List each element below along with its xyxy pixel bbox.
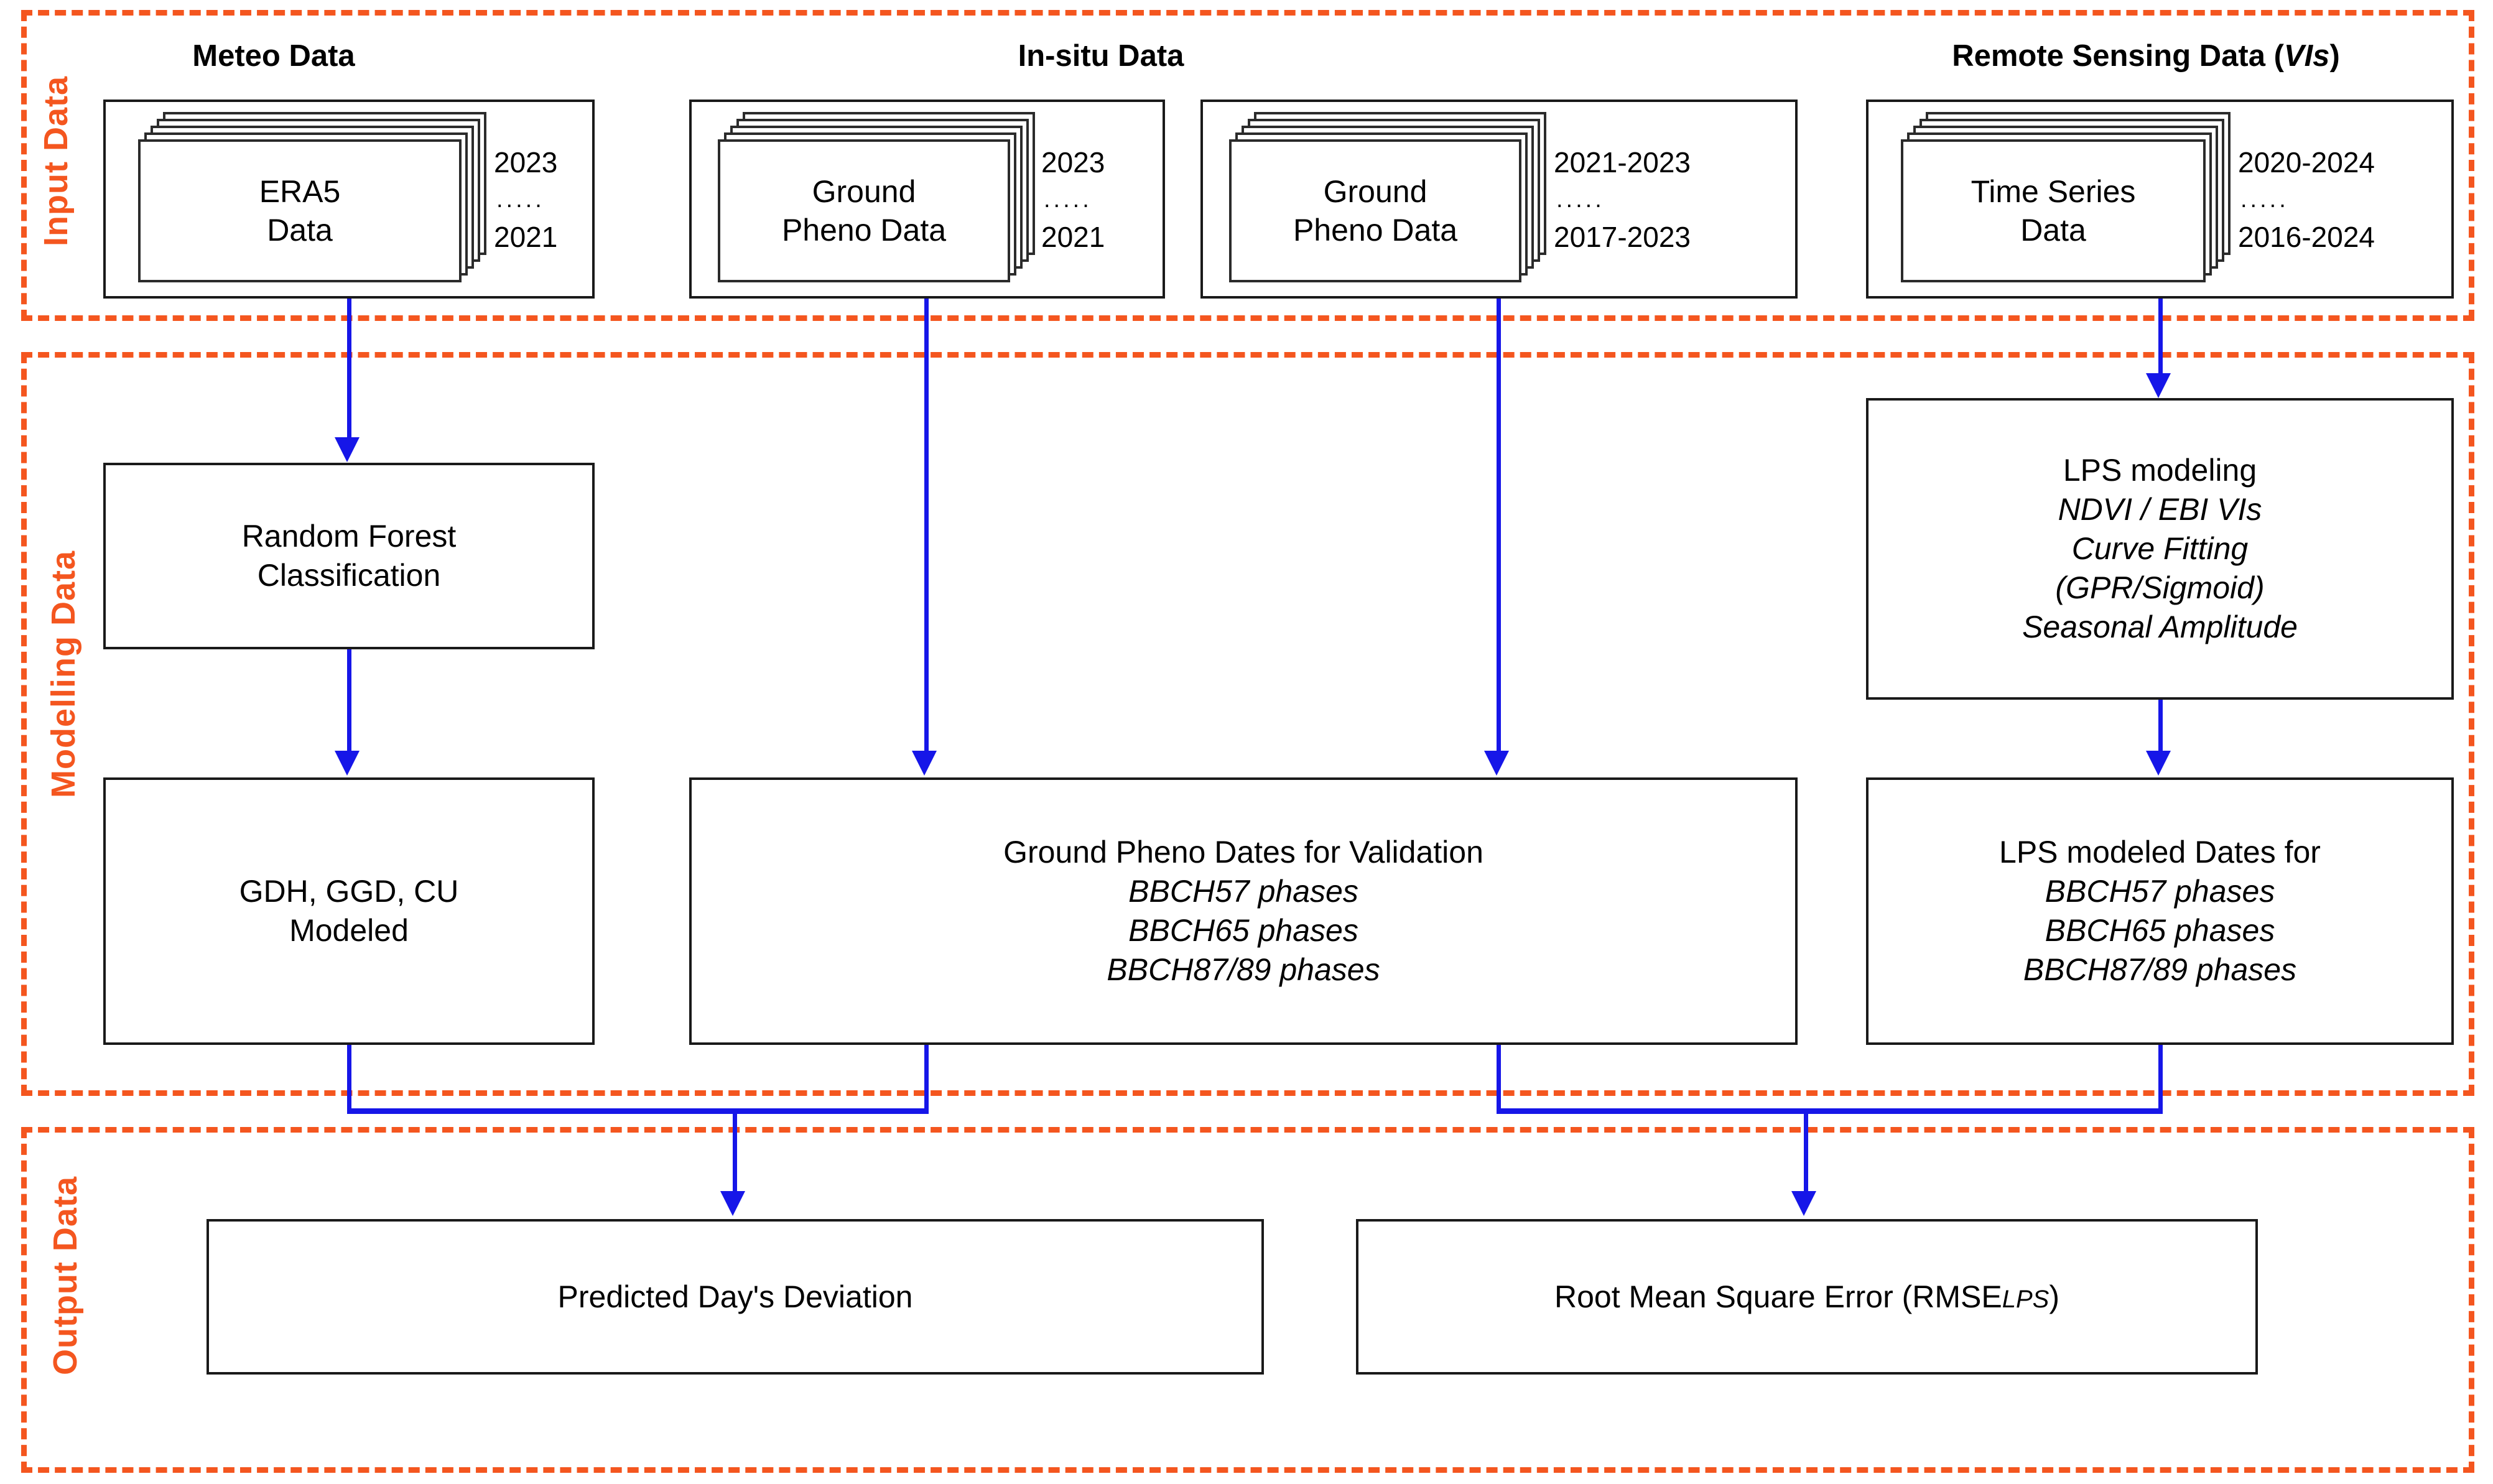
document-stack-ground-pheno-1: Ground Pheno Data 2023 ..... 2021 xyxy=(689,100,1165,299)
stack-label-line-2: Data xyxy=(2020,213,2086,248)
gpd-line-2: BBCH57 phases xyxy=(1128,874,1358,909)
gpd-line-3: BBCH65 phases xyxy=(1128,913,1358,948)
arrowhead-gdh xyxy=(335,751,360,776)
arrowhead-random-forest xyxy=(335,437,360,462)
document-stack-ground-pheno-2: Ground Pheno Data 2021-2023 ..... 2017-2… xyxy=(1200,100,1798,299)
connector-lps-modeling-to-dates xyxy=(2158,700,2163,752)
predicted-deviation-label: Predicted Day's Deviation xyxy=(557,1279,913,1314)
gdh-line-1: GDH, GGD, CU xyxy=(239,874,459,909)
stack-label-line-2: Pheno Data xyxy=(781,213,947,248)
arrowhead-ground-pheno-dates-right xyxy=(1484,751,1509,776)
column-header-remote-sensing-data: Remote Sensing Data (VIs) xyxy=(1835,39,2457,73)
arrowhead-rmse xyxy=(1791,1191,1816,1216)
year-top: 2020-2024 xyxy=(2238,146,2375,179)
section-label-input-data: Input Data xyxy=(37,76,75,246)
year-top: 2021-2023 xyxy=(1554,146,1691,179)
section-output-data xyxy=(21,1127,2474,1473)
section-modelling-data xyxy=(21,352,2474,1096)
stack-label-time-series: Time Series Data xyxy=(1901,139,2206,282)
lmd-line-2: BBCH57 phases xyxy=(2045,874,2275,909)
model-box-lps-modeled-dates: LPS modeled Dates for BBCH57 phases BBCH… xyxy=(1866,777,2454,1045)
year-bottom: 2021 xyxy=(494,221,558,253)
lps-modeling-line-5: Seasonal Amplitude xyxy=(2022,610,2298,644)
stack-label-line-1: Time Series xyxy=(1971,174,2136,209)
model-box-gdh-ggd-cu: GDH, GGD, CU Modeled xyxy=(103,777,595,1045)
year-bottom: 2021 xyxy=(1041,221,1105,253)
connector-ground-pheno-dates-down-right xyxy=(1497,1045,1501,1113)
model-box-lps-modeling: LPS modeling NDVI / EBI VIs Curve Fittin… xyxy=(1866,398,2454,700)
stack-label-era5: ERA5 Data xyxy=(138,139,462,282)
year-ellipsis: ..... xyxy=(2240,187,2289,213)
connector-time-series-to-lps-modeling xyxy=(2158,299,2163,374)
connector-lps-modeled-dates-down xyxy=(2158,1045,2163,1113)
lmd-line-3: BBCH65 phases xyxy=(2045,913,2275,948)
connector-random-forest-to-gdh xyxy=(347,649,351,752)
stack-label-ground-pheno-1: Ground Pheno Data xyxy=(718,139,1010,282)
section-label-output-data: Output Data xyxy=(47,1176,84,1375)
stack-sheet-front xyxy=(718,139,1010,282)
lps-modeling-line-4: (GPR/Sigmoid) xyxy=(2055,570,2265,605)
year-top: 2023 xyxy=(1041,146,1105,179)
connector-merge-to-predicted-deviation xyxy=(733,1108,737,1192)
connector-ground-pheno-1-to-dates xyxy=(924,299,929,752)
rmse-prefix: Root Mean Square Error (RMSE xyxy=(1554,1279,2002,1314)
stack-sheet-front xyxy=(1229,139,1521,282)
lmd-line-1: LPS modeled Dates for xyxy=(1999,835,2321,870)
arrowhead-lps-modeled-dates xyxy=(2146,751,2171,776)
merge-bar-right xyxy=(1497,1108,2163,1114)
connector-ground-pheno-dates-down-left xyxy=(924,1045,929,1113)
lps-modeling-line-3: Curve Fitting xyxy=(2071,531,2249,566)
connector-ground-pheno-2-to-dates xyxy=(1497,299,1501,752)
remote-header-prefix: Remote Sensing Data ( xyxy=(1952,39,2284,73)
year-bottom: 2016-2024 xyxy=(2238,221,2375,253)
gpd-line-1: Ground Pheno Dates for Validation xyxy=(1003,835,1483,870)
rf-line-2: Classification xyxy=(257,558,441,593)
stack-label-line-2: Pheno Data xyxy=(1293,213,1458,248)
column-header-insitu-data: In-situ Data xyxy=(1018,39,1184,73)
section-label-modelling-data: Modelling Data xyxy=(45,550,82,798)
lps-modeling-line-2: NDVI / EBI VIs xyxy=(2058,492,2262,527)
rmse-suffix: ) xyxy=(2049,1279,2059,1314)
model-box-random-forest: Random Forest Classification xyxy=(103,463,595,649)
stack-label-line-1: ERA5 xyxy=(259,174,341,209)
stack-label-line-1: Ground xyxy=(1323,174,1428,209)
output-box-rmse: Root Mean Square Error (RMSELPS) xyxy=(1356,1219,2258,1375)
rf-line-1: Random Forest xyxy=(241,519,457,554)
stack-label-ground-pheno-2: Ground Pheno Data xyxy=(1229,139,1521,282)
section-input-data xyxy=(21,10,2474,321)
year-range-ground-pheno-2: 2021-2023 ..... 2017-2023 xyxy=(1554,148,1691,251)
year-range-era5: 2023 ..... 2021 xyxy=(494,148,557,251)
arrowhead-ground-pheno-dates-left xyxy=(912,751,937,776)
year-range-ground-pheno-1: 2023 ..... 2021 xyxy=(1041,148,1105,251)
lmd-line-4: BBCH87/89 phases xyxy=(2023,952,2297,987)
connector-era5-to-random-forest xyxy=(347,299,351,438)
stack-sheet-front xyxy=(138,139,462,282)
rmse-label: Root Mean Square Error (RMSELPS) xyxy=(1554,1278,2059,1317)
document-stack-time-series: Time Series Data 2020-2024 ..... 2016-20… xyxy=(1866,100,2454,299)
remote-header-italic: VIs xyxy=(2283,39,2330,73)
document-stack-era5: ERA5 Data 2023 ..... 2021 xyxy=(103,100,595,299)
year-ellipsis: ..... xyxy=(1044,187,1092,213)
lps-modeling-line-1: LPS modeling xyxy=(2063,453,2257,488)
stack-label-line-2: Data xyxy=(267,213,333,248)
model-box-ground-pheno-dates: Ground Pheno Dates for Validation BBCH57… xyxy=(689,777,1798,1045)
stack-label-line-1: Ground xyxy=(812,174,916,209)
year-ellipsis: ..... xyxy=(1556,187,1605,213)
year-range-time-series: 2020-2024 ..... 2016-2024 xyxy=(2238,148,2375,251)
arrowhead-predicted-deviation xyxy=(720,1191,745,1216)
rmse-subscript: LPS xyxy=(2002,1285,2050,1313)
remote-header-suffix: ) xyxy=(2329,39,2340,73)
year-ellipsis: ..... xyxy=(496,187,545,213)
gpd-line-4: BBCH87/89 phases xyxy=(1107,952,1380,987)
year-bottom: 2017-2023 xyxy=(1554,221,1691,253)
arrowhead-lps-modeling xyxy=(2146,373,2171,398)
connector-merge-to-rmse xyxy=(1804,1108,1808,1192)
year-top: 2023 xyxy=(494,146,558,179)
column-header-meteo-data: Meteo Data xyxy=(192,39,355,73)
gdh-line-2: Modeled xyxy=(289,913,409,948)
stack-sheet-front xyxy=(1901,139,2206,282)
connector-gdh-down xyxy=(347,1045,351,1113)
output-box-predicted-deviation: Predicted Day's Deviation xyxy=(207,1219,1264,1375)
merge-bar-left xyxy=(347,1108,929,1114)
